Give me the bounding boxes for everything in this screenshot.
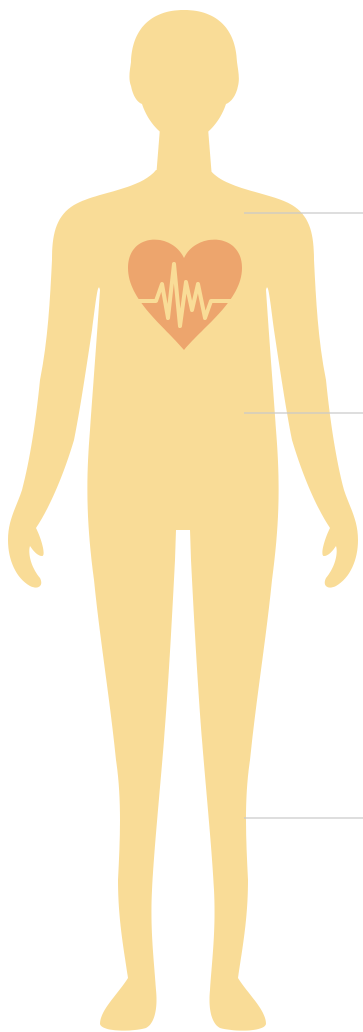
human-body-silhouette — [8, 10, 358, 1031]
head — [129, 10, 238, 140]
